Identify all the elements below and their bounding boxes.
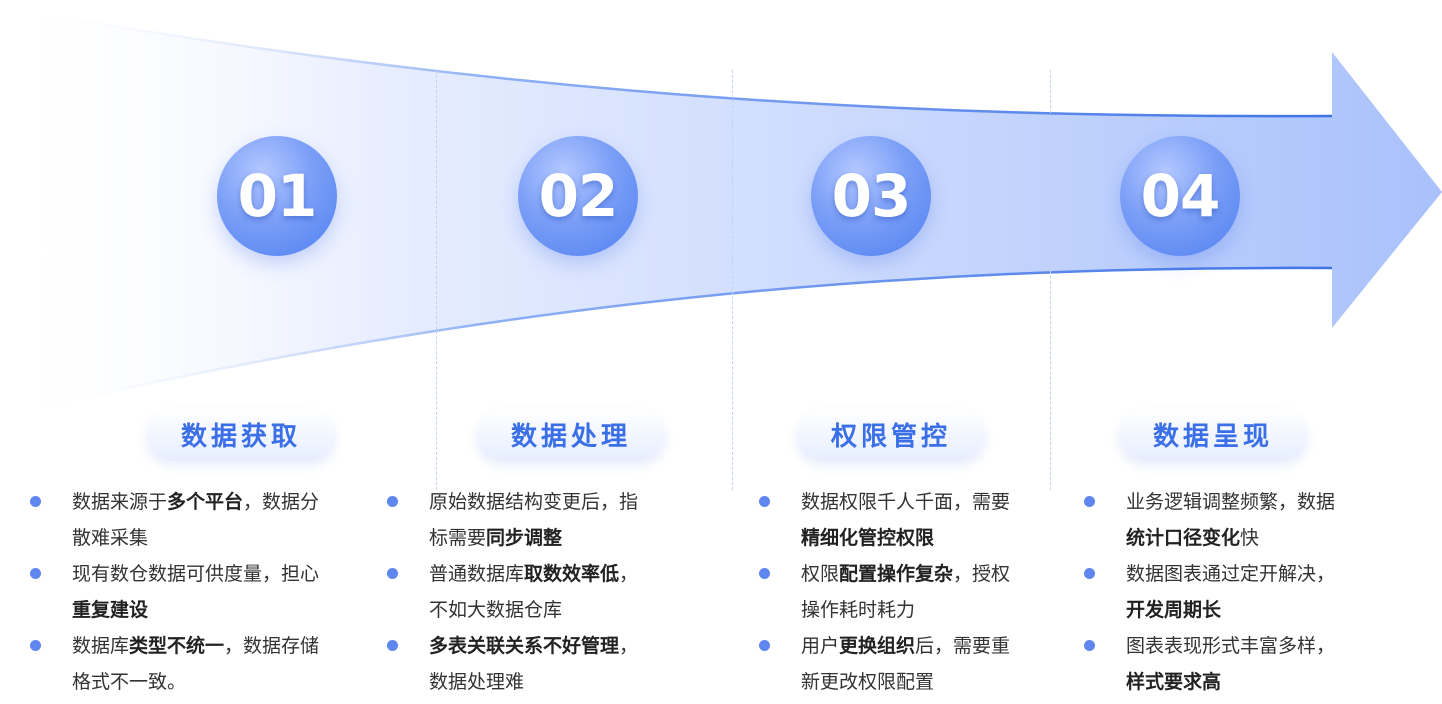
bullet-dot-icon [759,640,770,651]
stage-issue-list: 原始数据结构变更后，指标需要同步调整普通数据库取数效率低，不如大数据仓库多表关联… [387,484,649,700]
item-text-highlight: 统计口径变化 [1126,527,1241,549]
list-item: 普通数据库取数效率低，不如大数据仓库 [387,556,649,628]
item-text-highlight: 取数效率低 [524,563,620,585]
item-text: 数据库 [72,635,130,657]
bullet-dot-icon [759,568,770,579]
item-text: 后，需要重新更改权限配置 [801,635,1011,693]
arrow-bottom-edge [19,266,1333,414]
item-text-highlight: 同步调整 [486,527,563,549]
bullet-dot-icon [387,496,398,507]
item-text: 用户 [801,635,840,657]
stage-divider [1050,70,1051,490]
stage-number: 01 [237,162,318,230]
stage-number-badge: 02 [518,136,638,256]
bullet-dot-icon [30,640,41,651]
item-text-highlight: 样式要求高 [1126,671,1222,693]
stage-number-badge: 01 [217,136,337,256]
list-item: 用户更换组织后，需要重新更改权限配置 [759,628,1021,700]
list-item: 原始数据结构变更后，指标需要同步调整 [387,484,649,556]
list-item: 数据图表通过定开解决， 开发周期长 [1084,556,1346,628]
bullet-dot-icon [759,496,770,507]
bullet-dot-icon [387,640,398,651]
list-item: 权限配置操作复杂，授权操作耗时耗力 [759,556,1021,628]
stage-title: 数据处理 [510,421,631,452]
item-text: ，授权操作耗时耗力 [801,563,1011,621]
stage-number-badge: 04 [1120,136,1240,256]
item-text: 现有数仓数据可供度量，担心 [72,563,320,585]
bullet-dot-icon [1084,640,1095,651]
stage-title-pill: 数据处理 [478,410,664,458]
item-text: ，数据分散难采集 [72,491,320,549]
item-text: ，数据处理难 [429,635,639,693]
item-text: 数据来源于 [72,491,168,513]
stage-title: 数据获取 [180,421,301,452]
stage-issue-list: 数据权限千人千面，需要精细化管控权限权限配置操作复杂，授权操作耗时耗力用户更换组… [759,484,1021,700]
stage-title: 权限管控 [830,421,951,452]
list-item: 现有数仓数据可供度量，担心重复建设 [30,556,320,628]
stage-divider [732,70,733,490]
stage-issue-list: 业务逻辑调整频繁，数据统计口径变化快数据图表通过定开解决， 开发周期长图表表现形式… [1084,484,1346,700]
bullet-dot-icon [30,496,41,507]
stage-divider [436,70,437,490]
bullet-dot-icon [30,568,41,579]
stage-title-pill: 权限管控 [798,410,984,458]
stage-number: 02 [538,162,619,230]
arrow-top-edge [19,8,1333,118]
item-text: 数据权限千人千面，需要 [801,491,1011,513]
stage-number-badge: 03 [811,136,931,256]
stage-issue-list: 数据来源于多个平台，数据分散难采集现有数仓数据可供度量，担心重复建设数据库类型不… [30,484,320,700]
item-text: 普通数据库 [429,563,525,585]
item-text: 权限 [801,563,840,585]
list-item: 数据库类型不统一，数据存储格式不一致。 [30,628,320,700]
item-text-highlight: 重复建设 [72,599,149,621]
list-item: 多表关联关系不好管理，数据处理难 [387,628,649,700]
list-item: 业务逻辑调整频繁，数据统计口径变化快 [1084,484,1346,556]
item-text: 原始数据结构变更后，指标需要 [429,491,639,549]
item-text-highlight: 配置操作复杂 [839,563,954,585]
stage-title: 数据呈现 [1152,421,1273,452]
item-text-highlight: 开发周期长 [1126,599,1222,621]
item-text: 业务逻辑调整频繁，数据 [1126,491,1336,513]
bullet-dot-icon [1084,568,1095,579]
stage-number: 04 [1140,162,1221,230]
item-text-highlight: 精细化管控权限 [801,527,935,549]
stage-title-pill: 数据获取 [148,410,334,458]
item-text: 数据图表通过定开解决， [1126,563,1336,585]
item-text: ，数据存储格式不一致。 [72,635,320,693]
item-text: 快 [1240,527,1260,549]
arrow-body [20,10,1442,412]
item-text-highlight: 多表关联关系不好管理 [429,635,620,657]
stage-number: 03 [831,162,912,230]
bullet-dot-icon [387,568,398,579]
item-text: ，不如大数据仓库 [429,563,639,621]
list-item: 数据来源于多个平台，数据分散难采集 [30,484,320,556]
list-item: 图表表现形式丰富多样， 样式要求高 [1084,628,1346,700]
stage-title-pill: 数据呈现 [1120,410,1306,458]
item-text: 图表表现形式丰富多样， [1126,635,1336,657]
item-text-highlight: 更换组织 [839,635,916,657]
item-text-highlight: 多个平台 [167,491,244,513]
item-text-highlight: 类型不统一 [129,635,225,657]
bullet-dot-icon [1084,496,1095,507]
list-item: 数据权限千人千面，需要精细化管控权限 [759,484,1021,556]
